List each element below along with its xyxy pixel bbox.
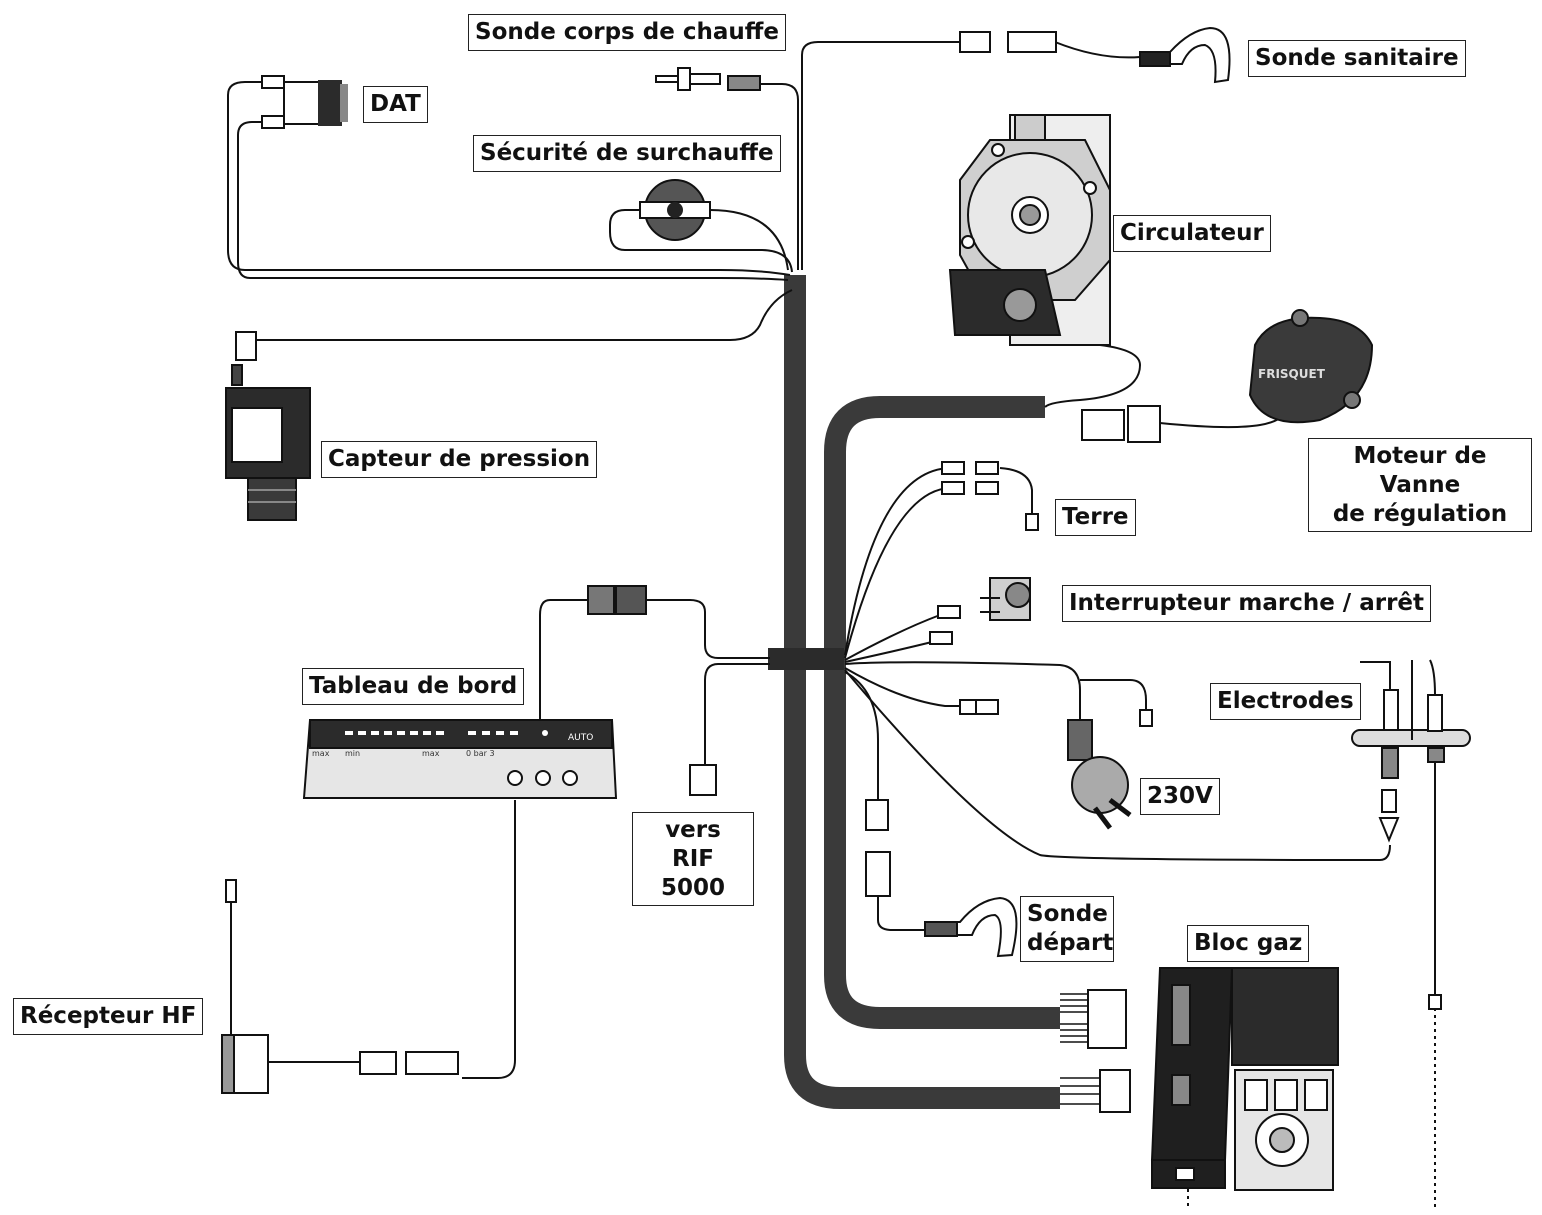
connector-rif <box>689 764 717 796</box>
connector-hf-2 <box>405 1051 459 1075</box>
wire-230-2 <box>1080 679 1147 710</box>
wire-inter-2 <box>844 639 941 663</box>
panel-bar-text: 0 bar 3 <box>466 749 495 758</box>
label-circulateur: Circulateur <box>1113 215 1271 252</box>
connector-moteur-1 <box>1081 409 1125 441</box>
connector-terre-3 <box>975 461 999 475</box>
wire-terre-3 <box>999 467 1033 515</box>
label-vers-line2: RIF 5000 <box>660 845 725 901</box>
wire-circulateur <box>1044 344 1142 408</box>
sonde-depart-component <box>924 896 1018 958</box>
connector-inter-1 <box>937 605 961 619</box>
label-moteur-line2: de régulation <box>1332 500 1508 527</box>
label-recepteur-hf: Récepteur HF <box>13 998 204 1035</box>
wire-230 <box>844 661 1081 720</box>
wire-securite-2 <box>709 209 789 271</box>
interrupteur-component <box>980 577 1031 621</box>
connector-terre-2 <box>941 481 965 495</box>
wire-sonde-depart <box>844 671 879 800</box>
label-moteur-de-vanne: Moteur de Vanne de régulation <box>1308 438 1532 533</box>
label-sonde-sanitaire: Sonde sanitaire <box>1248 40 1466 77</box>
capteur-pression-component <box>225 364 311 521</box>
panel-max2-text: max <box>422 749 440 758</box>
harness-clamp <box>768 648 844 670</box>
connector-electrode-end <box>1428 994 1442 1010</box>
wire-electrodes <box>844 669 1391 862</box>
plug-230v-component <box>1067 719 1132 830</box>
sonde-sanitaire-component <box>1139 26 1231 84</box>
harness-branch-upper <box>824 396 1060 1029</box>
connector-sanitaire-1 <box>959 31 991 53</box>
bloc-gaz-connectors <box>1060 989 1131 1113</box>
label-sonde-depart-line2: départ <box>1027 929 1114 956</box>
recepteur-hf-component <box>221 879 269 1094</box>
connector-dat-1 <box>261 75 285 89</box>
label-securite-de-surchauffe: Sécurité de surchauffe <box>473 135 781 172</box>
panel-min-text: min <box>345 749 360 758</box>
wire-securite <box>609 209 793 273</box>
wire-dat-2 <box>237 121 789 281</box>
connector-depart-1 <box>865 799 889 831</box>
connector-dat-2 <box>261 115 285 129</box>
wire-sonde-corps <box>760 83 799 270</box>
label-electrodes: Electrodes <box>1210 683 1361 720</box>
wire-terre <box>844 467 951 656</box>
wire-hf <box>462 800 516 1079</box>
connector-hf-1 <box>359 1051 397 1075</box>
sonde-corps-component <box>655 67 761 91</box>
connector-230-1 <box>959 699 977 715</box>
wire-sonde-sanitaire <box>801 41 960 270</box>
wire-tableau <box>645 599 770 659</box>
label-230v: 230V <box>1140 778 1220 815</box>
main-harness <box>784 275 1060 1109</box>
panel-max-text: max <box>312 749 330 758</box>
wire-terre-2 <box>844 487 951 659</box>
label-tableau-de-bord: Tableau de bord <box>302 668 525 705</box>
harness-trunk <box>784 275 1060 1109</box>
wire-sonde-sanitaire-2 <box>1054 41 1141 59</box>
connector-230-2 <box>975 699 999 715</box>
wire-rif <box>704 663 770 765</box>
label-sonde-depart: Sonde départ <box>1020 896 1114 962</box>
wire-dat <box>227 81 791 276</box>
label-terre: Terre <box>1055 499 1136 536</box>
connector-terre-1 <box>941 461 965 475</box>
label-vers-rif-5000: vers RIF 5000 <box>632 812 754 907</box>
connector-depart-2 <box>865 851 891 897</box>
label-sonde-corps-de-chauffe: Sonde corps de chauffe <box>468 14 786 51</box>
connector-moteur-2 <box>1127 405 1161 443</box>
wire-inter <box>844 614 941 661</box>
connector-terre-4 <box>975 481 999 495</box>
connector-capteur <box>235 331 257 361</box>
moteur-vanne-component: FRISQUET <box>1248 309 1374 424</box>
securite-component <box>639 179 711 241</box>
wire-230-3 <box>844 667 960 707</box>
connector-230-3 <box>1139 709 1153 727</box>
connector-tableau-2 <box>615 585 647 615</box>
label-sonde-depart-line1: Sonde <box>1027 901 1108 927</box>
label-moteur-line1: Moteur de Vanne <box>1353 443 1487 498</box>
wires <box>227 41 1436 1210</box>
label-vers-line1: vers <box>665 817 721 843</box>
panel-auto-text: AUTO <box>568 733 593 743</box>
dat-component <box>283 80 348 126</box>
label-capteur-de-pression: Capteur de pression <box>321 441 598 478</box>
wire-tableau-2 <box>539 599 588 720</box>
wire-capteur <box>255 289 793 341</box>
label-interrupteur-marche-arret: Interrupteur marche / arrêt <box>1062 585 1432 622</box>
tableau-bord-component: AUTO max min max 0 bar 3 <box>302 719 618 799</box>
connector-sanitaire-2 <box>1007 31 1057 53</box>
wire-sonde-depart-2 <box>877 895 925 931</box>
connector-inter-2 <box>929 631 953 645</box>
label-dat: DAT <box>363 86 428 123</box>
label-bloc-gaz: Bloc gaz <box>1187 925 1310 962</box>
circulateur-component <box>948 114 1111 346</box>
connector-tableau-1 <box>587 585 615 615</box>
bloc-gaz-component <box>1150 967 1339 1191</box>
connector-terre-plug <box>1025 513 1039 531</box>
electrodes-component <box>1351 659 1471 843</box>
moteur-brand-text: FRISQUET <box>1258 367 1326 381</box>
